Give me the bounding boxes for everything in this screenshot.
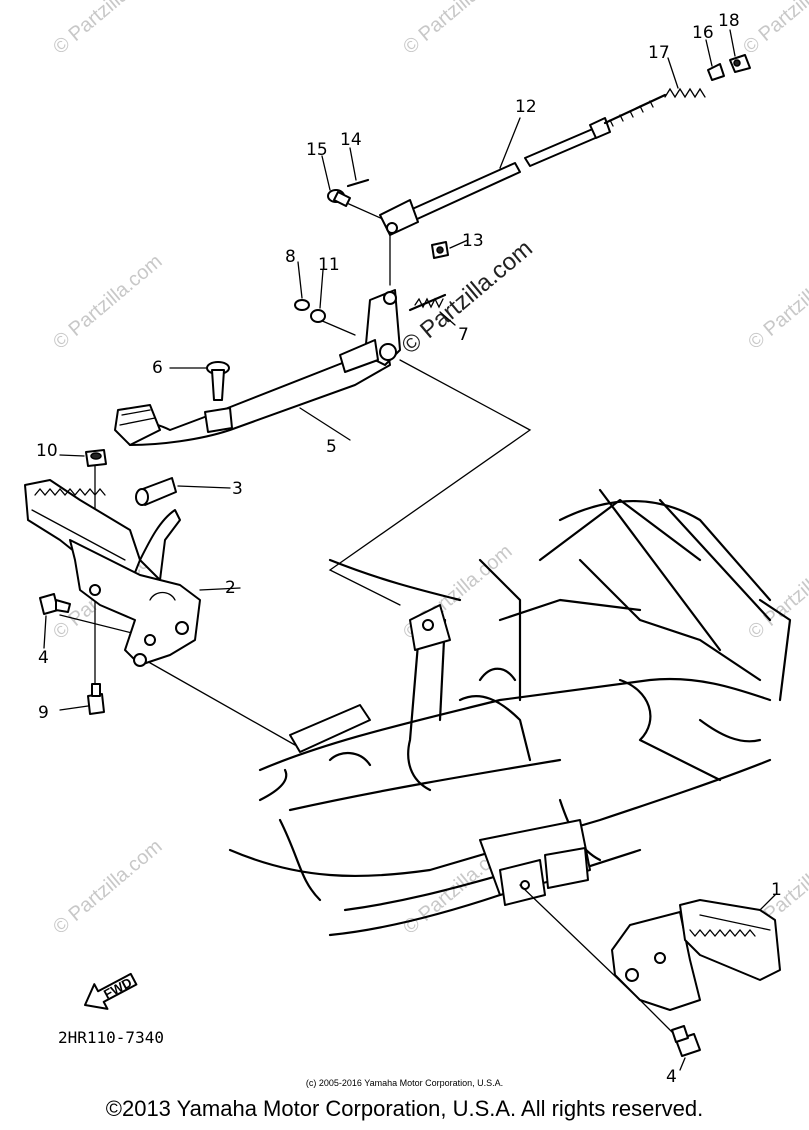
frame-mount (289, 704, 371, 753)
frame (228, 488, 792, 937)
callout-1: 1 (771, 880, 782, 900)
callout-11: 11 (318, 255, 340, 275)
nut-10 (85, 449, 107, 467)
watermark: © Partzilla.com (399, 0, 516, 59)
pin (327, 189, 351, 207)
bolt-left (39, 593, 71, 615)
watermark: © Partzilla.com (49, 250, 166, 353)
adjusting-nut (729, 54, 751, 73)
copyright-small: (c) 2005-2016 Yamaha Motor Corporation, … (305, 1078, 504, 1088)
watermark: © Partzilla.com (49, 0, 166, 59)
callout-18: 18 (718, 11, 740, 31)
watermark: © Partzilla.com (744, 250, 809, 353)
callout-leaders (43, 29, 776, 1071)
cotter-pin (346, 178, 370, 188)
callouts: 1 2 3 4 5 6 7 8 9 10 11 12 13 14 15 16 1… (36, 11, 782, 1087)
rod-spring (664, 87, 706, 99)
callout-7: 7 (458, 325, 469, 345)
copyright-main: ©2013 Yamaha Motor Corporation, U.S.A. A… (105, 1096, 704, 1121)
callout-3: 3 (232, 479, 243, 499)
pedal-stopper (206, 361, 230, 401)
callout-15: 15 (306, 140, 328, 160)
callout-9: 9 (38, 703, 49, 723)
callout-12: 12 (515, 97, 537, 117)
bolt-9 (87, 683, 105, 715)
collar (135, 477, 177, 506)
watermarks: © Partzilla.com © Partzilla.com © Partzi… (49, 0, 809, 939)
rod-joint (707, 63, 725, 81)
callout-2: 2 (225, 578, 236, 598)
callout-5: 5 (326, 437, 337, 457)
right-footrest (611, 899, 781, 1011)
return-spring (408, 293, 447, 312)
callout-6: 6 (152, 358, 163, 378)
callout-4: 4 (38, 648, 49, 668)
washer (294, 299, 310, 311)
part-code: 2HR110-7340 (58, 1028, 164, 1047)
callout-13: 13 (462, 231, 484, 251)
watermark: © Partzilla.com (739, 0, 809, 59)
frame-bracket (544, 847, 589, 889)
callout-8: 8 (285, 247, 296, 267)
watermark: © Partzilla.com (744, 540, 809, 643)
watermark: © Partzilla.com (49, 835, 166, 938)
clip (310, 309, 326, 323)
nut (431, 241, 449, 259)
bolt-right (671, 1025, 701, 1057)
callout-16: 16 (692, 23, 714, 43)
brake-rod (379, 93, 667, 236)
fwd-label: FWD (101, 975, 134, 1002)
left-footrest (24, 479, 201, 667)
callout-17: 17 (648, 43, 670, 63)
callout-14: 14 (340, 130, 362, 150)
brake-pedal (114, 289, 401, 446)
callout-10: 10 (36, 441, 58, 461)
callout-4-right: 4 (666, 1067, 677, 1087)
fwd-arrow: FWD (84, 972, 138, 1010)
